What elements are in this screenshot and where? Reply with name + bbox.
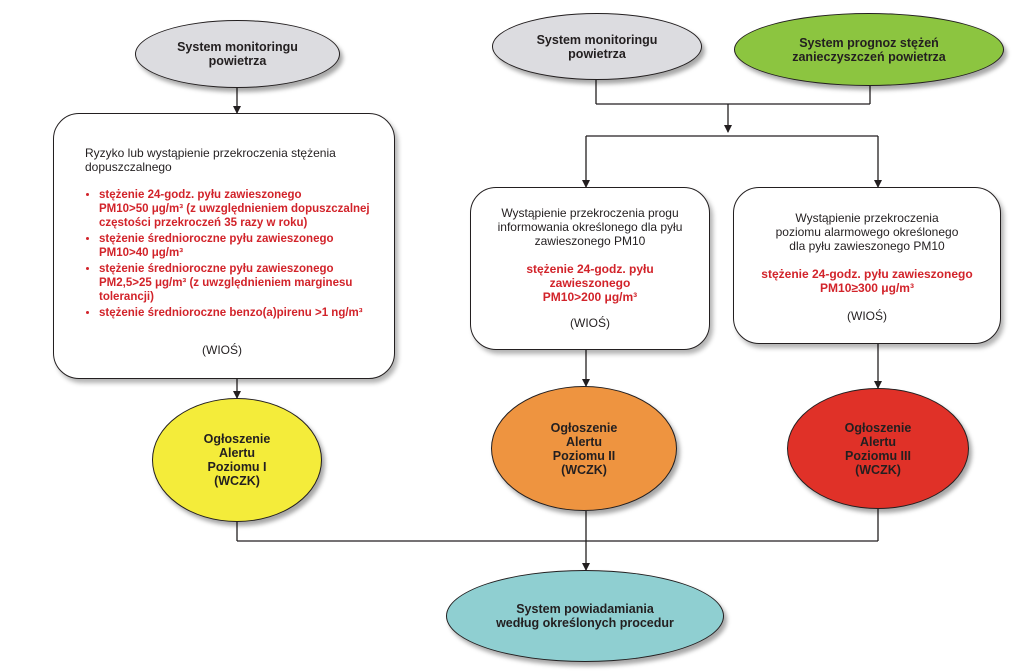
- node-label-line: System monitoringu: [536, 32, 658, 47]
- criteria-item: stężenie 24-godz. pyłu zawieszonego PM10…: [99, 188, 380, 230]
- authority-label: (WIOŚ): [847, 309, 887, 323]
- criteria-item: stężenie średnioroczne pyłu zawieszonego…: [99, 262, 380, 304]
- node-label-line: System prognoz stężeń: [799, 35, 939, 50]
- criteria-list: stężenie 24-godz. pyłu zawieszonego PM10…: [85, 188, 380, 322]
- box-level3-criteria: Wystąpienie przekroczenia poziomu alarmo…: [733, 187, 1001, 344]
- node-left-monitoring-system: System monitoringu powietrza: [135, 20, 340, 88]
- box-level2-criteria: Wystąpienie przekroczenia progu informow…: [470, 187, 710, 350]
- criteria-item: stężenie średnioroczne benzo(a)pirenu >1…: [99, 306, 380, 320]
- node-mid-monitoring-system: System monitoringu powietrza: [492, 13, 702, 80]
- node-forecast-system: System prognoz stężeń zanieczyszczeń pow…: [734, 13, 1004, 86]
- box-level1-criteria: Ryzyko lub wystąpienie przekroczenia stę…: [53, 113, 395, 379]
- alert-level3: Ogłoszenie Alertu Poziomu III (WCZK): [787, 388, 969, 509]
- criteria-item: stężenie średnioroczne pyłu zawieszonego…: [99, 232, 380, 260]
- authority-label: (WIOŚ): [570, 316, 610, 330]
- alert-level1: Ogłoszenie Alertu Poziomu I (WCZK): [152, 398, 322, 522]
- node-label-line: zanieczyszczeń powietrza: [792, 49, 946, 64]
- node-label-line: powietrza: [208, 54, 267, 68]
- node-label-line: powietrza: [568, 46, 626, 61]
- box-intro-line: dopuszczalnego: [85, 160, 172, 174]
- node-notification-system: System powiadamiania według określonych …: [446, 570, 724, 662]
- authority-label: (WIOŚ): [202, 343, 242, 357]
- box-intro-line: Ryzyko lub wystąpienie przekroczenia stę…: [85, 146, 336, 160]
- alert-level2: Ogłoszenie Alertu Poziomu II (WCZK): [491, 386, 677, 511]
- node-label-line: System monitoringu: [177, 40, 298, 54]
